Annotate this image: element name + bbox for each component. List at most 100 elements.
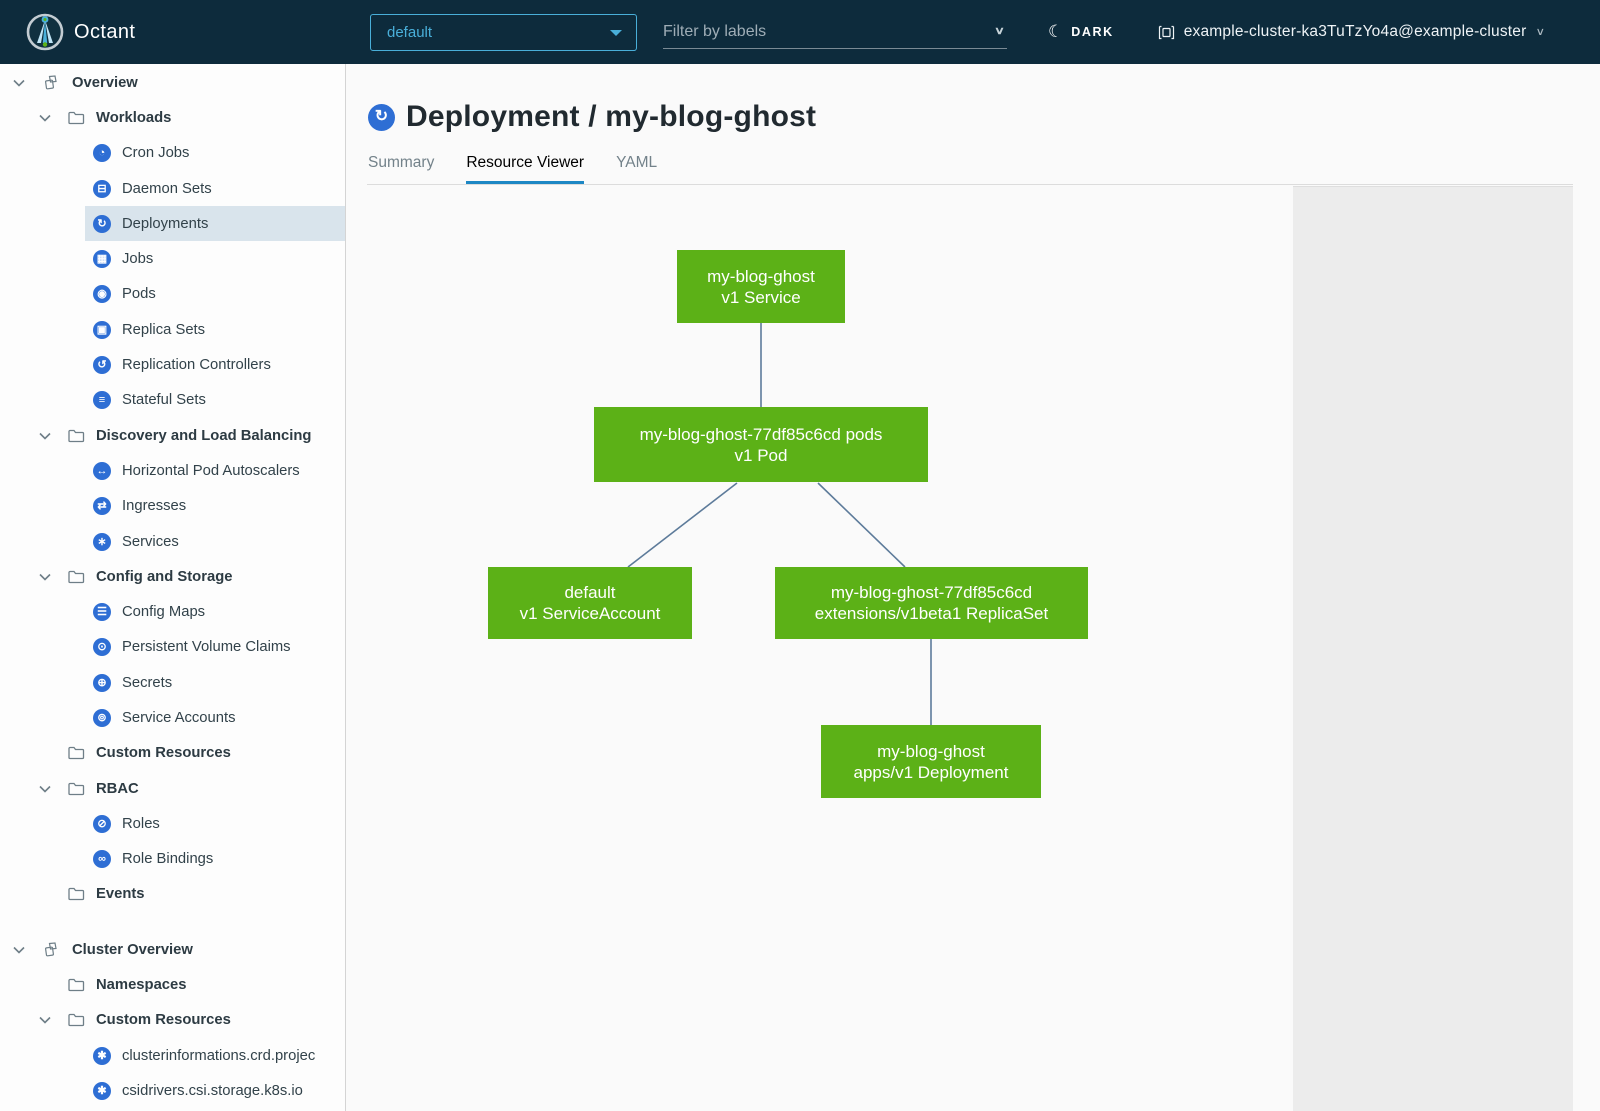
sidebar-item-namespaces[interactable]: Namespaces xyxy=(0,967,345,1002)
daemon-sets-icon: ⊟ xyxy=(93,179,111,198)
jobs-icon: ▦ xyxy=(93,250,111,269)
sidebar-item-jobs[interactable]: ▦ Jobs xyxy=(0,241,345,276)
sidebar-item-label: Custom Resources xyxy=(96,745,231,762)
sidebar-item-role-bindings[interactable]: ∞ Role Bindings xyxy=(0,842,345,877)
sidebar-section-spacer xyxy=(0,912,345,932)
graph-node-kind: v1 ServiceAccount xyxy=(519,604,661,623)
graph-node-name: my-blog-ghost xyxy=(707,266,815,286)
sidebar-item-label: Service Accounts xyxy=(122,709,236,726)
sidebar-item-horizontal-pod-autoscalers[interactable]: ↔Horizontal Pod Autoscalers xyxy=(0,453,345,488)
sidebar-item-label: Pods xyxy=(122,286,156,303)
sidebar-item-label: Persistent Volume Claims xyxy=(122,639,291,656)
chevron-down-icon[interactable] xyxy=(37,114,52,122)
sidebar-item-label: Namespaces xyxy=(96,977,187,994)
tab-summary[interactable]: Summary xyxy=(368,154,435,171)
folder-icon xyxy=(68,1013,85,1027)
folder-icon xyxy=(68,978,85,992)
sidebar-item-label: RBAC xyxy=(96,780,139,797)
tab-resource-viewer[interactable]: Resource Viewer xyxy=(466,154,585,184)
chevron-down-icon[interactable] xyxy=(37,1016,52,1024)
sidebar-item-config-maps[interactable]: ☰Config Maps xyxy=(0,594,345,629)
sidebar-item-events[interactable]: Events xyxy=(0,877,345,912)
chevron-down-icon[interactable] xyxy=(37,573,52,581)
sidebar-item-label: Services xyxy=(122,533,179,550)
sidebar-item-cron-jobs[interactable]: ◔Cron Jobs xyxy=(0,136,345,171)
sidebar-item-label: Config Maps xyxy=(122,604,206,621)
folder-icon xyxy=(68,746,85,760)
chevron-down-icon[interactable] xyxy=(37,432,52,440)
sidebar-item-config-and-storage[interactable]: Config and Storage xyxy=(0,559,345,594)
folder-icon xyxy=(68,429,85,443)
graph-node-name: my-blog-ghost-77df85c6cd xyxy=(830,583,1033,602)
sidebar-item-roles[interactable]: ⊘Roles xyxy=(0,806,345,841)
sidebar-item-custom-resources[interactable]: Custom Resources xyxy=(0,1003,345,1038)
sidebar-item-label: Discovery and Load Balancing xyxy=(96,427,312,444)
chevron-down-icon[interactable] xyxy=(37,785,52,793)
namespace-dropdown[interactable]: default xyxy=(370,14,637,51)
folder-icon xyxy=(68,570,85,584)
label-filter-input[interactable] xyxy=(663,23,989,41)
sidebar-item-secrets[interactable]: ⊕ Secrets xyxy=(0,665,345,700)
graph-node-name: my-blog-ghost-77df85c6cd pods xyxy=(639,424,883,444)
sidebar-item-label: Secrets xyxy=(122,674,173,691)
sidebar-item-replication-controllers[interactable]: ↺Replication Controllers xyxy=(0,347,345,382)
sidebar-item-overview[interactable]: Overview xyxy=(0,65,345,100)
cluster-context-selector[interactable]: example-cluster-ka3TuTzYo4a@example-clus… xyxy=(1158,0,1545,64)
tab-bar: Summary Resource Viewer YAML xyxy=(368,154,657,184)
sidebar-item-persistent-volume-claims[interactable]: ⊙Persistent Volume Claims xyxy=(0,630,345,665)
graph-node-my-blog-ghost-77df85c6cd-extensions-v1beta1-replicaset[interactable]: my-blog-ghost-77df85c6cd extensions/v1bet… xyxy=(775,567,1088,639)
sidebar-item-deployments[interactable]: ↻ Deployments xyxy=(0,206,345,242)
chevron-down-icon: ∨ xyxy=(1535,25,1545,38)
sidebar-item-daemon-sets[interactable]: ⊟Daemon Sets xyxy=(0,171,345,206)
theme-toggle-button[interactable]: ☾ DARK xyxy=(1048,0,1114,64)
services-icon: ∗ xyxy=(93,532,111,551)
sidebar-item-label: Deployments xyxy=(122,215,209,232)
graph-edges xyxy=(627,323,932,725)
chevron-down-icon[interactable]: ∨ xyxy=(994,25,1005,37)
pods-icon: ◉ xyxy=(93,285,111,304)
crd-icon: ✱ xyxy=(93,1046,111,1065)
deployments-icon: ↻ xyxy=(93,214,111,233)
theme-toggle-label: DARK xyxy=(1071,25,1114,39)
crd-icon: ✱ xyxy=(93,1081,111,1100)
graph-node-kind: extensions/v1beta1 ReplicaSet xyxy=(814,604,1049,623)
sidebar-item-label: Cron Jobs xyxy=(122,145,190,162)
secrets-icon: ⊕ xyxy=(93,673,111,692)
sidebar-item-csidrivers-csi-storage-k8s-io[interactable]: ✱ csidrivers.csi.storage.k8s.io xyxy=(0,1073,345,1108)
sidebar-item-label: Cluster Overview xyxy=(72,941,193,958)
sidebar-item-service-accounts[interactable]: ⊚Service Accounts xyxy=(0,700,345,735)
folder-icon xyxy=(68,111,85,125)
sidebar-item-replica-sets[interactable]: ▣Replica Sets xyxy=(0,312,345,347)
sidebar-item-ingresses[interactable]: ⇄Ingresses xyxy=(0,489,345,524)
sidebar-item-custom-resources[interactable]: Custom Resources xyxy=(0,736,345,771)
sidebar-item-stateful-sets[interactable]: ≡Stateful Sets xyxy=(0,383,345,418)
chevron-down-icon xyxy=(610,29,622,36)
role-bindings-icon: ∞ xyxy=(93,850,111,869)
sidebar-item-services[interactable]: ∗ Services xyxy=(0,524,345,559)
sidebar-item-label: Config and Storage xyxy=(96,568,233,585)
sidebar-item-clusterinformations-crd-projec[interactable]: ✱clusterinformations.crd.projec xyxy=(0,1038,345,1073)
sidebar-item-label: csidrivers.csi.storage.k8s.io xyxy=(122,1082,303,1099)
replica-sets-icon: ▣ xyxy=(93,320,111,339)
tab-yaml[interactable]: YAML xyxy=(616,154,658,171)
sidebar-item-label: Role Bindings xyxy=(122,851,214,868)
chevron-down-icon[interactable] xyxy=(11,946,26,954)
sidebar-item-rbac[interactable]: RBAC xyxy=(0,771,345,806)
chevron-down-icon[interactable] xyxy=(11,79,26,87)
sidebar-item-discovery-and-load-balancing[interactable]: Discovery and Load Balancing xyxy=(0,418,345,453)
sidebar-item-label: Jobs xyxy=(122,251,154,268)
ingresses-icon: ⇄ xyxy=(93,497,111,516)
graph-edge xyxy=(817,482,906,568)
sidebar-item-cluster-overview[interactable]: Cluster Overview xyxy=(0,932,345,967)
cluster-icon xyxy=(1158,24,1175,41)
sidebar-item-pods[interactable]: ◉ Pods xyxy=(0,277,345,312)
app-title: Octant xyxy=(74,20,136,43)
sidebar-item-workloads[interactable]: Workloads xyxy=(0,100,345,135)
